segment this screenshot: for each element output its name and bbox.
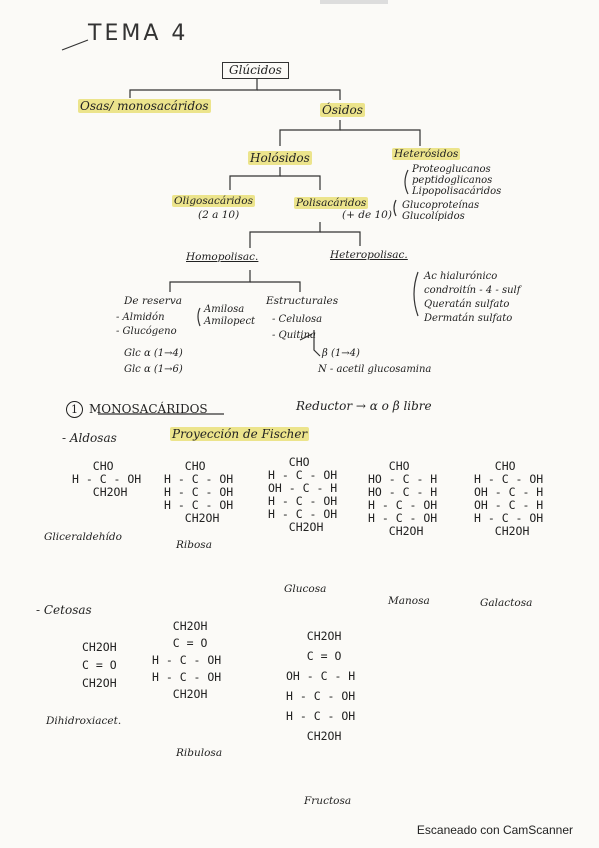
hetero-item-4: Glucoproteínas — [402, 200, 480, 211]
glc-bond-1: Glc α (1→4) — [124, 348, 183, 359]
node-estructurales: Estructurales — [266, 295, 339, 307]
gliceraldehido-name: Gliceraldehído — [44, 531, 122, 543]
heteropoli-item-2: condroitín - 4 - sulf — [424, 285, 521, 296]
galactosa-name: Galactosa — [480, 597, 533, 609]
glucosa-name: Glucosa — [284, 583, 327, 595]
hetero-item-1: Proteoglucanos — [412, 164, 491, 175]
aldosas-label: - Aldosas — [62, 431, 117, 445]
estructural-celulosa: - Celulosa — [272, 314, 323, 325]
node-polisacaridos: Polisacáridos — [294, 197, 369, 209]
fischer-label: Proyección de Fischer — [170, 427, 310, 441]
ribosa-name: Ribosa — [176, 539, 212, 551]
ribulosa-name: Ribulosa — [176, 747, 223, 759]
node-oligosacaridos: Oligosacáridos — [172, 195, 255, 207]
glc-bond-2: Glc α (1→6) — [124, 364, 183, 375]
reserva-almidon: - Almidón — [116, 312, 165, 323]
manosa-name: Manosa — [388, 595, 430, 607]
node-homopolisac: Homopolisac. — [186, 251, 259, 263]
almidon-amilopect: Amilopect — [204, 316, 256, 327]
hetero-item-5: Glucolípidos — [402, 211, 465, 222]
cetosas-label: - Cetosas — [36, 603, 92, 617]
node-heterosidos: Heterósidos — [392, 148, 461, 160]
almidon-amilosa: Amilosa — [204, 304, 245, 315]
node-osidos: Ósidos — [320, 103, 365, 117]
hetero-item-2: peptidoglicanos — [412, 175, 493, 186]
page-title: TEMA 4 — [88, 21, 189, 46]
heteropoli-item-4: Dermatán sulfato — [424, 313, 513, 324]
heteropoli-item-1: Ac hialurónico — [424, 271, 498, 282]
scanner-footer: Escaneado con CamScanner — [416, 823, 573, 837]
beta-bond: β (1→4) — [322, 348, 360, 359]
node-de-reserva: De reserva — [124, 295, 183, 307]
root-node: Glúcidos — [222, 62, 289, 80]
dihidroxiacetona-name: Dihidroxiacet. — [46, 715, 122, 727]
fructosa-name: Fructosa — [304, 795, 352, 807]
estructural-quitina: - Quitina — [272, 330, 317, 341]
node-osas: Osas/ monosacáridos — [78, 99, 211, 113]
heteropoli-item-3: Queratán sulfato — [424, 299, 510, 310]
hetero-item-3: Lipopolisacáridos — [412, 186, 502, 197]
reductor-note: Reductor → α o β libre — [296, 399, 432, 413]
scan-edge — [320, 0, 388, 4]
oligo-range: (2 a 10) — [198, 209, 240, 221]
n-acetil: N - acetil glucosamina — [318, 364, 432, 375]
reserva-glucogeno: - Glucógeno — [116, 326, 177, 337]
node-holosidos: Holósidos — [248, 151, 312, 165]
poli-range: (+ de 10) — [342, 209, 392, 221]
node-heteropolisac: Heteropolisac. — [330, 249, 408, 261]
